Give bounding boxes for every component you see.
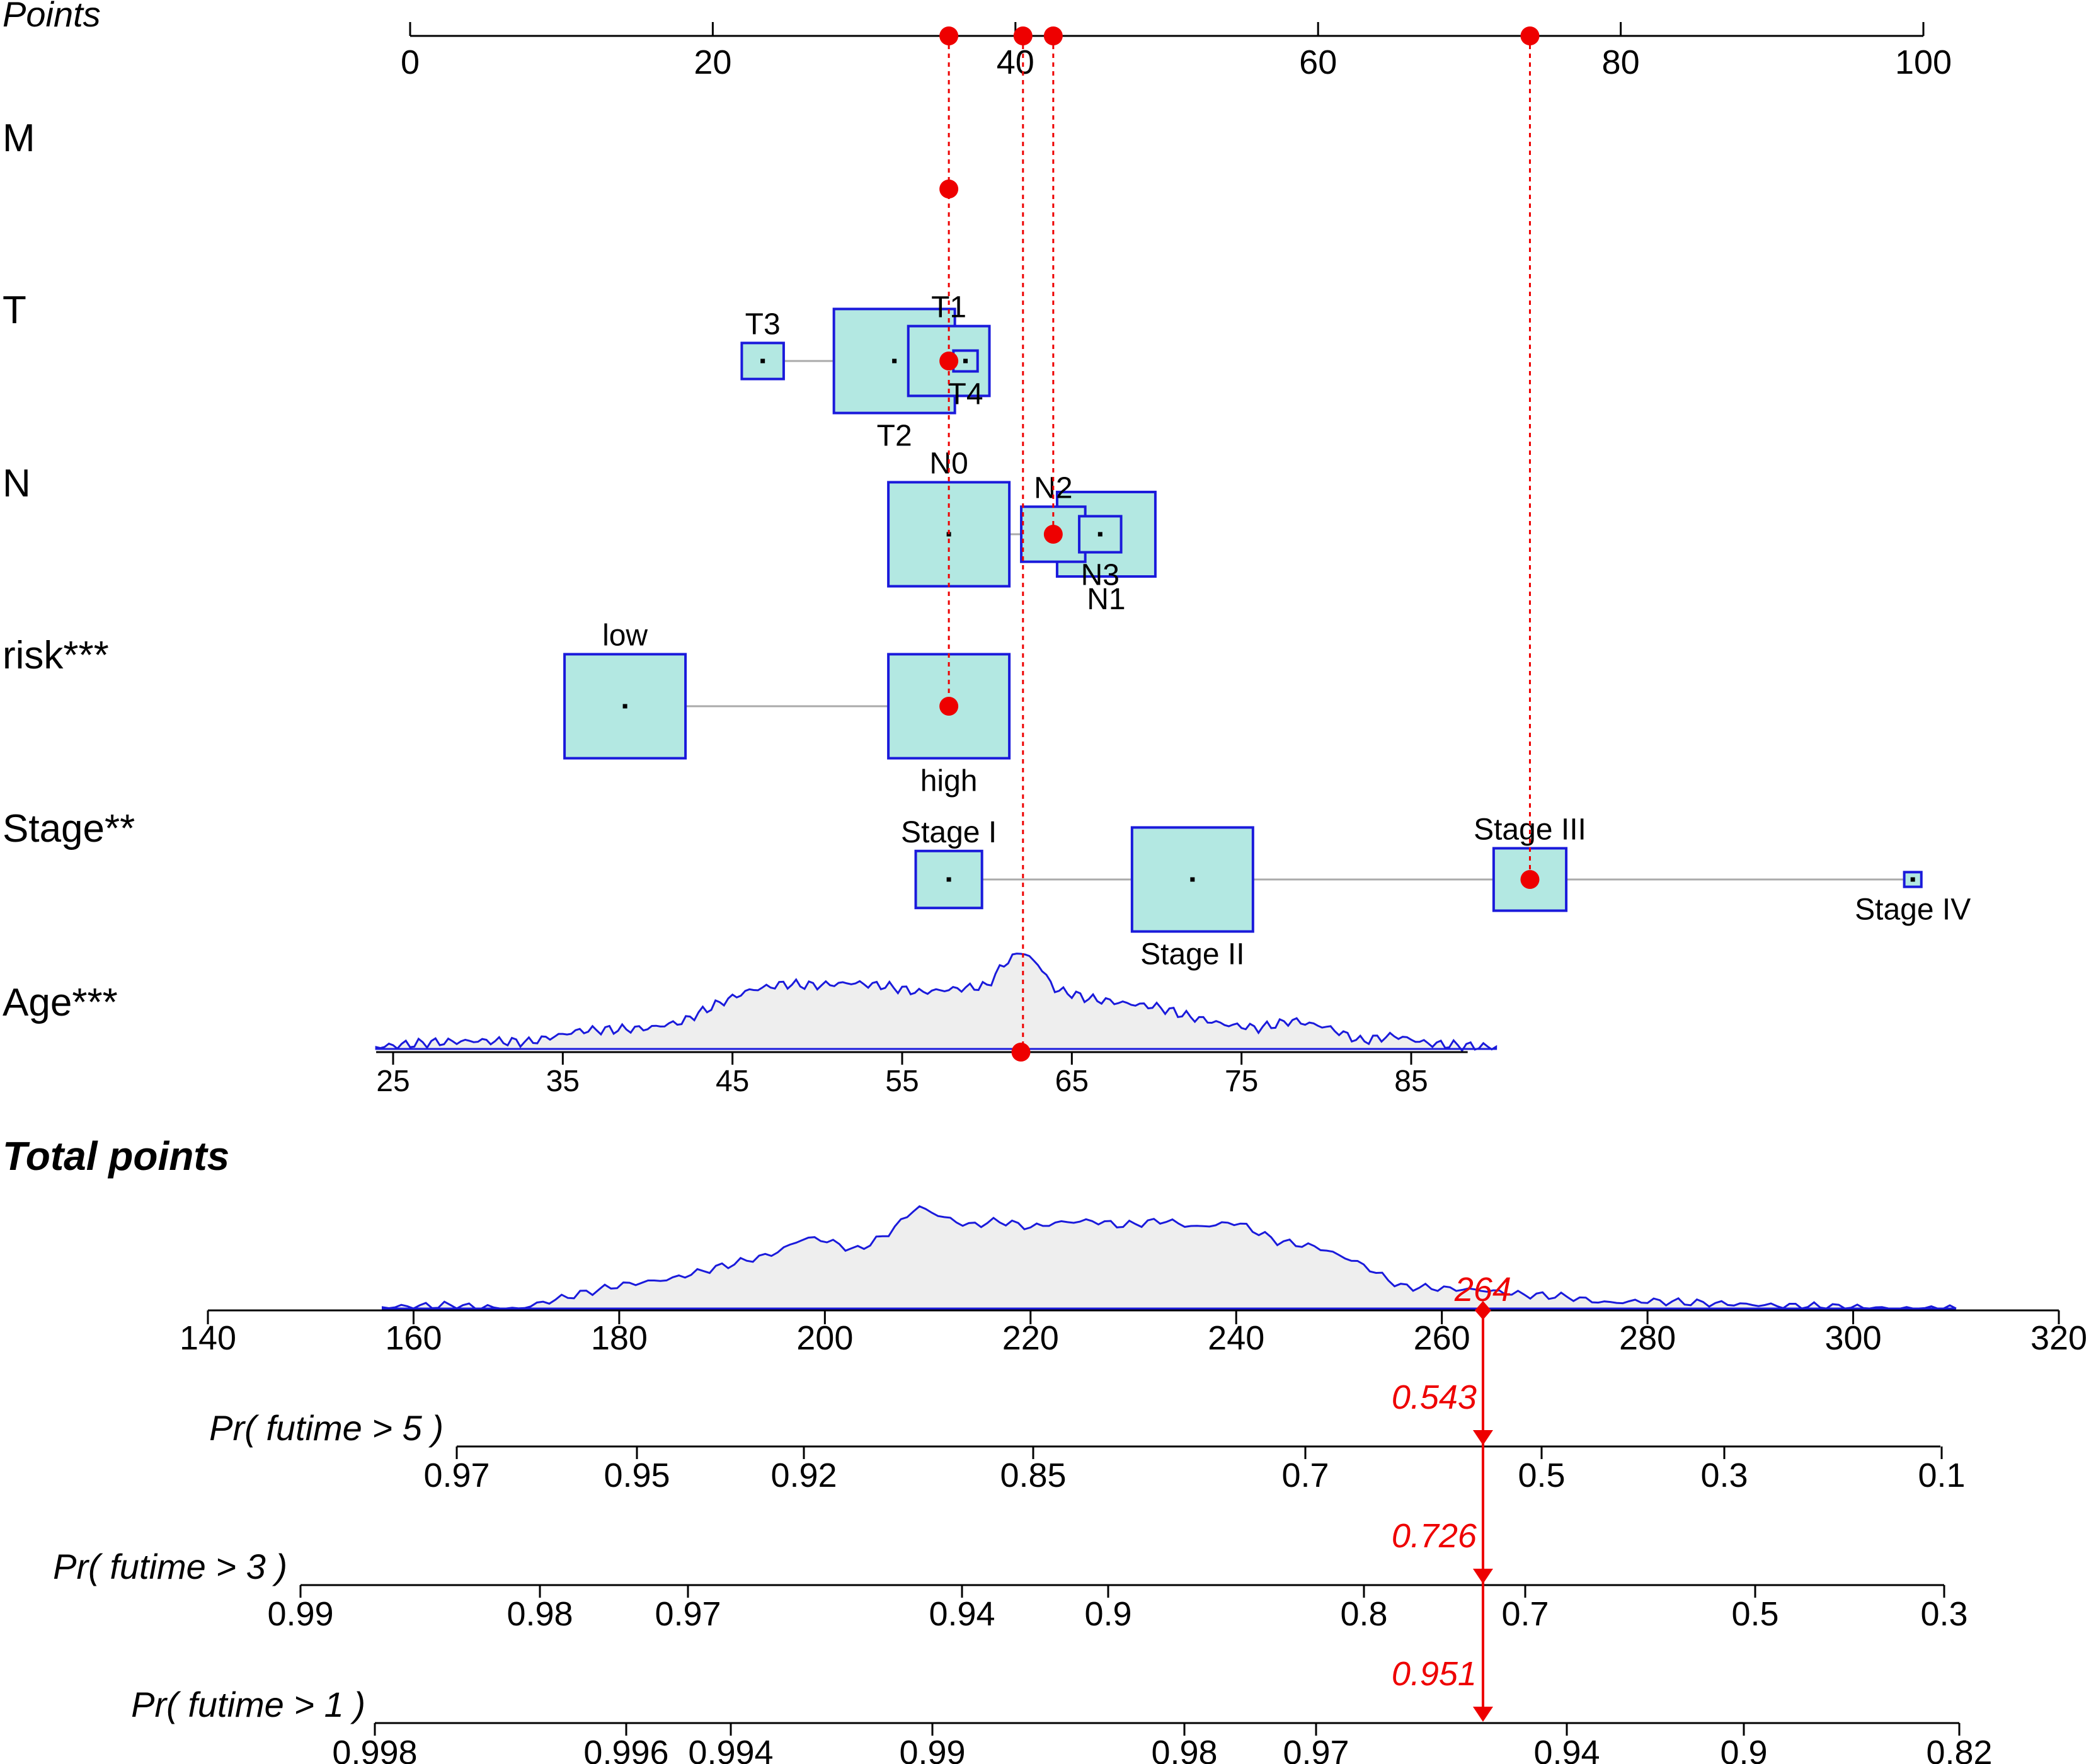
probability-value-label-0: 0.543 <box>1392 1378 1477 1416</box>
probability-tick-label: 0.95 <box>604 1457 670 1494</box>
total-points-tick-label: 300 <box>1825 1319 1882 1357</box>
probability-axis-label-2: Pr( futime > 1 ) <box>131 1685 365 1724</box>
probability-tick-label: 0.99 <box>899 1734 965 1764</box>
selected-value-marker <box>1043 525 1063 544</box>
total-points-value-marker <box>1474 1301 1491 1320</box>
probability-tick-label: 0.92 <box>770 1457 837 1494</box>
age-tick-label: 25 <box>376 1065 409 1098</box>
variable-label-1: T <box>3 289 26 332</box>
total-points-tick-label: 160 <box>385 1319 442 1357</box>
probability-value-marker-2 <box>1472 1707 1493 1722</box>
probability-tick-label: 0.94 <box>929 1595 995 1633</box>
probability-tick-label: 0.82 <box>1926 1734 1992 1764</box>
probability-tick-label: 0.8 <box>1340 1595 1387 1633</box>
level-label: Stage II <box>1140 938 1244 971</box>
points-tick-label: 60 <box>1299 43 1337 81</box>
level-box-center <box>1910 877 1915 882</box>
age-tick-label: 85 <box>1394 1065 1428 1098</box>
level-label: high <box>920 765 978 798</box>
probability-value-label-2: 0.951 <box>1392 1655 1477 1693</box>
points-tick-label: 80 <box>1602 43 1640 81</box>
probability-tick-label: 0.3 <box>1920 1595 1967 1633</box>
level-box-center <box>946 877 951 882</box>
level-label: N3 <box>1081 559 1120 592</box>
probability-tick-label: 0.5 <box>1731 1595 1778 1633</box>
level-box-center <box>622 704 627 709</box>
level-box-center <box>1190 877 1195 882</box>
level-box <box>740 341 785 381</box>
points-axis-marker <box>1013 26 1033 45</box>
level-label: Stage IV <box>1855 893 1971 927</box>
points-tick-label: 40 <box>997 43 1034 81</box>
probability-tick-label: 0.94 <box>1533 1734 1600 1764</box>
variable-label-3: risk*** <box>3 634 109 677</box>
selected-value-marker <box>939 697 959 716</box>
total-points-tick-label: 320 <box>2030 1319 2087 1357</box>
probability-axis-label-1: Pr( futime > 3 ) <box>53 1547 287 1586</box>
age-tick-label: 75 <box>1225 1065 1258 1098</box>
probability-tick-label: 0.85 <box>1000 1457 1066 1494</box>
probability-axis-label-0: Pr( futime > 5 ) <box>209 1408 444 1448</box>
probability-tick-label: 0.998 <box>332 1734 417 1764</box>
total-points-tick-label: 200 <box>796 1319 853 1357</box>
probability-tick-label: 0.996 <box>583 1734 668 1764</box>
probability-tick-label: 0.98 <box>1151 1734 1217 1764</box>
level-label: T3 <box>745 307 781 341</box>
age-tick-label: 45 <box>716 1065 749 1098</box>
level-box-center <box>892 358 897 364</box>
age-density-curve <box>375 953 1498 1053</box>
probability-tick-label: 0.7 <box>1501 1595 1549 1633</box>
total-points-tick-label: 220 <box>1002 1319 1059 1357</box>
total-points-label: Total points <box>3 1133 229 1179</box>
points-axis-label: Points <box>3 0 101 34</box>
points-axis-marker <box>939 26 959 45</box>
variable-label-4: Stage** <box>3 807 135 850</box>
total-points-tick-label: 280 <box>1619 1319 1676 1357</box>
selected-value-marker <box>939 352 959 370</box>
age-tick-label: 65 <box>1055 1065 1089 1098</box>
level-box-center <box>963 358 968 364</box>
points-tick-label: 20 <box>694 43 731 81</box>
probability-tick-label: 0.5 <box>1518 1457 1565 1494</box>
level-box-center <box>1097 532 1102 537</box>
points-axis-marker <box>1520 26 1540 45</box>
probability-tick-label: 0.9 <box>1084 1595 1131 1633</box>
level-label: low <box>602 619 648 652</box>
selected-value-marker <box>939 180 959 198</box>
selected-value-marker <box>1520 870 1540 889</box>
points-tick-label: 100 <box>1895 43 1952 81</box>
probability-value-marker-1 <box>1472 1569 1493 1584</box>
probability-tick-label: 0.9 <box>1720 1734 1767 1764</box>
total-points-density-curve <box>381 1205 1957 1310</box>
level-label: T4 <box>948 378 983 411</box>
level-label: N1 <box>1087 583 1125 616</box>
probability-tick-label: 0.97 <box>655 1595 721 1633</box>
points-axis-marker <box>1043 26 1063 45</box>
points-tick-label: 0 <box>401 43 420 81</box>
selected-value-marker <box>1011 1043 1031 1062</box>
total-points-tick-label: 260 <box>1414 1319 1470 1357</box>
level-label: T2 <box>877 420 912 453</box>
probability-tick-label: 0.97 <box>1283 1734 1349 1764</box>
total-points-tick-label: 180 <box>591 1319 648 1357</box>
probability-tick-label: 0.7 <box>1281 1457 1329 1494</box>
age-tick-label: 55 <box>885 1065 919 1098</box>
probability-tick-label: 0.98 <box>507 1595 573 1633</box>
age-tick-label: 35 <box>546 1065 580 1098</box>
probability-tick-label: 0.1 <box>1918 1457 1965 1494</box>
probability-tick-label: 0.97 <box>423 1457 490 1494</box>
probability-value-label-1: 0.726 <box>1392 1517 1477 1555</box>
level-label: Stage I <box>901 816 997 849</box>
variable-label-0: M <box>3 117 35 160</box>
probability-tick-label: 0.3 <box>1700 1457 1748 1494</box>
probability-tick-label: 0.99 <box>267 1595 333 1633</box>
variable-label-2: N <box>3 462 31 505</box>
level-box-center <box>760 358 765 364</box>
variable-label-5: Age*** <box>3 981 118 1024</box>
probability-value-marker-0 <box>1472 1430 1493 1445</box>
total-points-tick-label: 240 <box>1208 1319 1264 1357</box>
probability-tick-label: 0.994 <box>688 1734 773 1764</box>
total-points-tick-label: 140 <box>180 1319 236 1357</box>
